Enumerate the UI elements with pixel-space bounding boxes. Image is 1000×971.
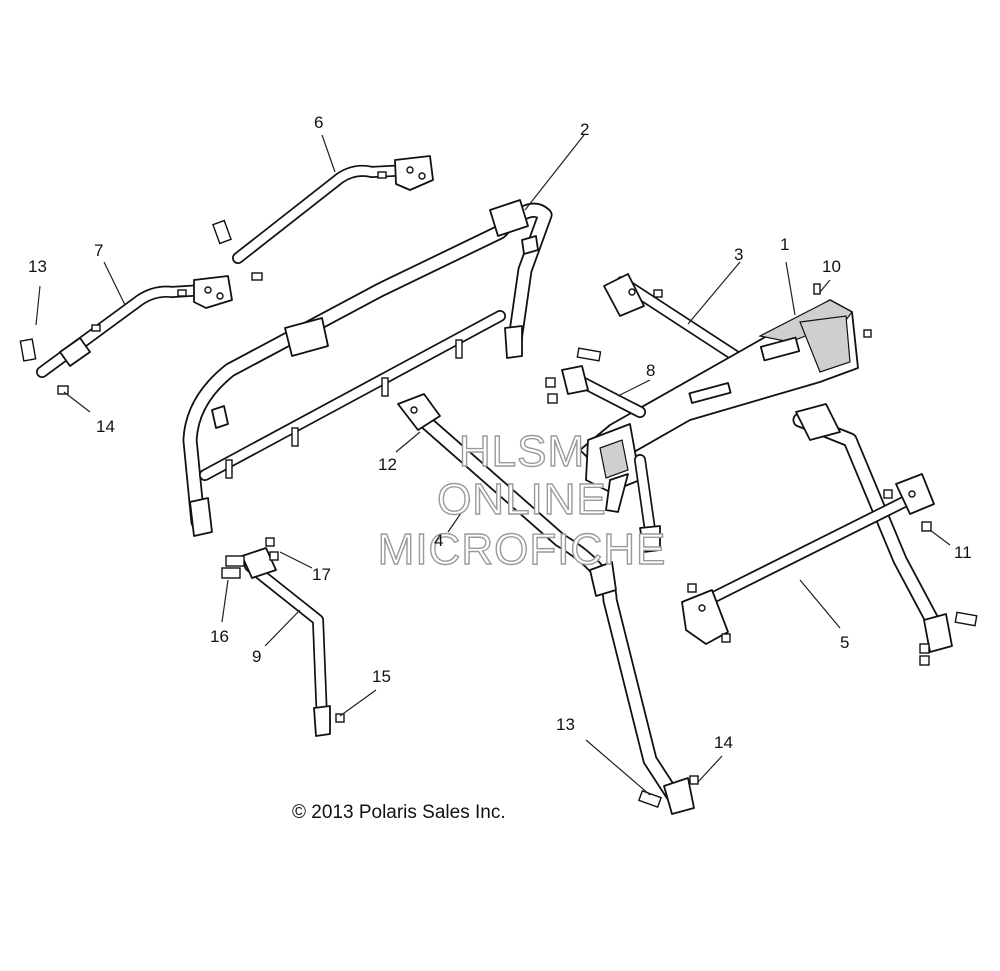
watermark-line-2: ONLINE: [437, 475, 607, 524]
callout-9: 9: [252, 647, 261, 666]
callout-11: 11: [954, 543, 972, 562]
callout-10: 10: [822, 257, 841, 276]
callout-6: 6: [314, 113, 323, 132]
leader-lines: [35, 134, 951, 796]
callout-13-left: 13: [28, 257, 47, 276]
callout-4: 4: [434, 531, 443, 550]
callout-14-left: 14: [96, 417, 115, 436]
callout-14-bottom: 14: [714, 733, 733, 752]
part-5-cross-bar: [681, 473, 935, 645]
callout-15: 15: [372, 667, 391, 686]
callout-5: 5: [840, 633, 849, 652]
part-9-bracket-bar: [221, 537, 345, 737]
part-4-front-tube: [397, 393, 695, 815]
callout-16: 16: [210, 627, 229, 646]
part-1-cross-member: [579, 283, 872, 553]
callout-8: 8: [646, 361, 655, 380]
callout-1: 1: [780, 235, 789, 254]
callout-12: 12: [378, 455, 397, 474]
callouts: 6 2 7 13 14 3 1 10 8 12 4 11 5 17 16 9 1…: [28, 113, 972, 752]
callout-7: 7: [94, 241, 103, 260]
watermark-line-3: MICROFICHE: [378, 525, 667, 574]
callout-17: 17: [312, 565, 331, 584]
hardware: [637, 775, 699, 809]
right-vertical-tube: [792, 403, 978, 666]
watermark: HLSM ONLINE MICROFICHE: [377, 426, 667, 574]
part-2-rear-roll-bar: [182, 199, 553, 537]
callout-3: 3: [734, 245, 743, 264]
part-8-brace: [545, 347, 646, 418]
part-7-side-bar: [19, 275, 233, 395]
callout-13-bottom: 13: [556, 715, 575, 734]
part-6-side-bar: [212, 155, 434, 281]
copyright-text: © 2013 Polaris Sales Inc.: [292, 802, 506, 823]
watermark-line-1: HLSM: [459, 427, 585, 476]
callout-2: 2: [580, 120, 589, 139]
